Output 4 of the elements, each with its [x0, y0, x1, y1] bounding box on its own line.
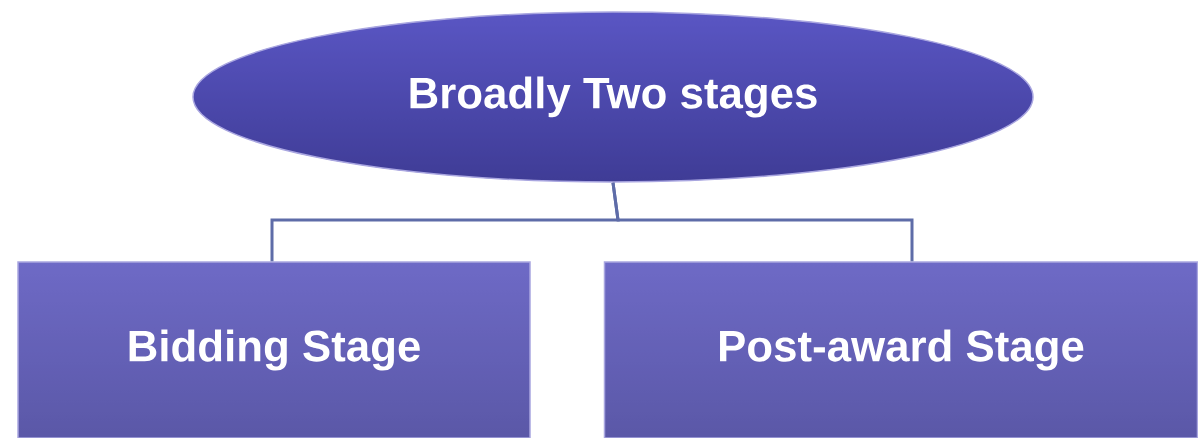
- stage-box: Bidding Stage: [17, 261, 531, 438]
- stage-box: Post-award Stage: [603, 261, 1198, 438]
- ellipse-node: Broadly Two stages: [192, 11, 1034, 183]
- connector-line: [611, 182, 914, 262]
